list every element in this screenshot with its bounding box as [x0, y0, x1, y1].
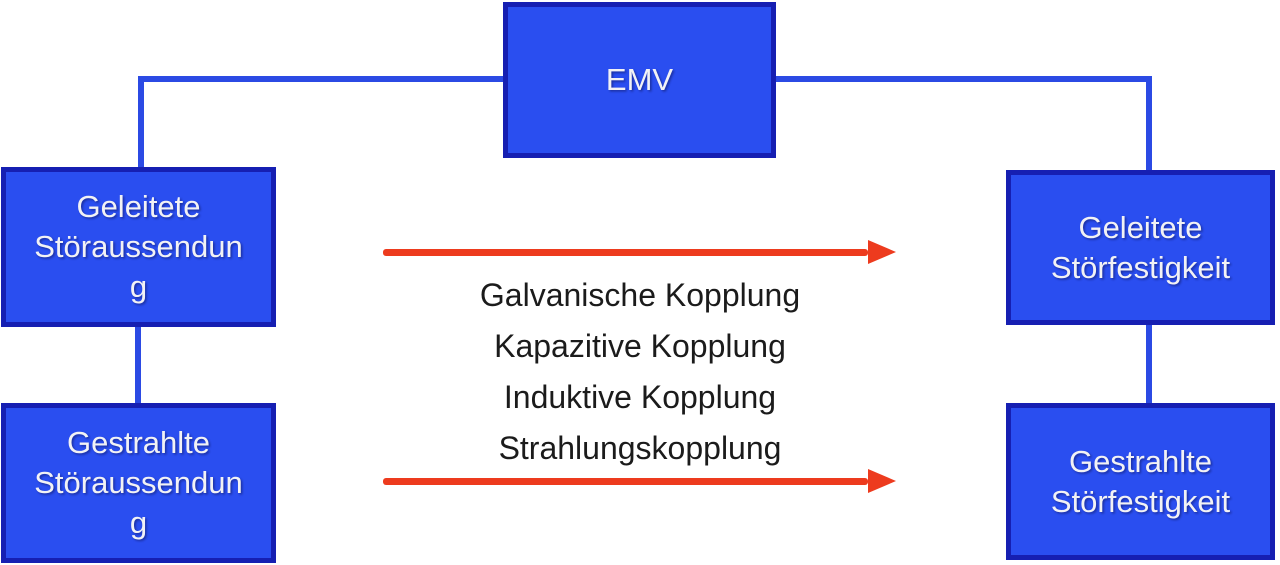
connector-emv-to-left	[138, 76, 504, 82]
coupling-label: Strahlungskopplung	[498, 430, 782, 466]
emv-box: EMV	[503, 2, 776, 158]
connector-left-boxes	[135, 326, 141, 404]
box-radiated-immunity: Gestrahlte Störfestigkeit	[1006, 403, 1275, 560]
box-label-line: Störaussendun	[34, 229, 243, 264]
box-label-line: Störfestigkeit	[1050, 483, 1231, 519]
box-label-line: Gestrahlte	[1068, 443, 1212, 479]
box-conducted-emission: Geleitete Störaussendun g	[1, 167, 276, 327]
coupling-label: Induktive Kopplung	[503, 379, 777, 415]
connector-right-down	[1146, 76, 1152, 171]
box-conducted-immunity: Geleitete Störfestigkeit	[1006, 170, 1275, 325]
box-radiated-emission: Gestrahlte Störaussendun g	[1, 403, 276, 563]
arrow-right-icon	[868, 469, 896, 493]
arrow-shaft	[383, 478, 868, 485]
emv-label: EMV	[605, 62, 674, 97]
arrow-right-icon	[868, 240, 896, 264]
coupling-arrow-top	[383, 240, 896, 264]
box-label-line: Gestrahlte	[66, 425, 210, 460]
box-label-line: Störaussendun	[34, 465, 243, 500]
connector-right-boxes	[1146, 324, 1152, 404]
box-label-line: Geleitete	[76, 189, 201, 224]
coupling-label: Kapazitive Kopplung	[494, 328, 786, 364]
box-label-line: g	[129, 269, 148, 304]
box-label-line: g	[129, 505, 148, 540]
box-label-line: Geleitete	[1078, 209, 1203, 245]
connector-emv-to-right	[775, 76, 1152, 82]
connector-left-down	[138, 76, 144, 168]
coupling-arrow-bottom	[383, 469, 896, 493]
coupling-list: Galvanische Kopplung Kapazitive Kopplung…	[360, 270, 920, 474]
arrow-shaft	[383, 249, 868, 256]
box-label-line: Störfestigkeit	[1050, 249, 1231, 285]
coupling-label: Galvanische Kopplung	[479, 277, 801, 313]
